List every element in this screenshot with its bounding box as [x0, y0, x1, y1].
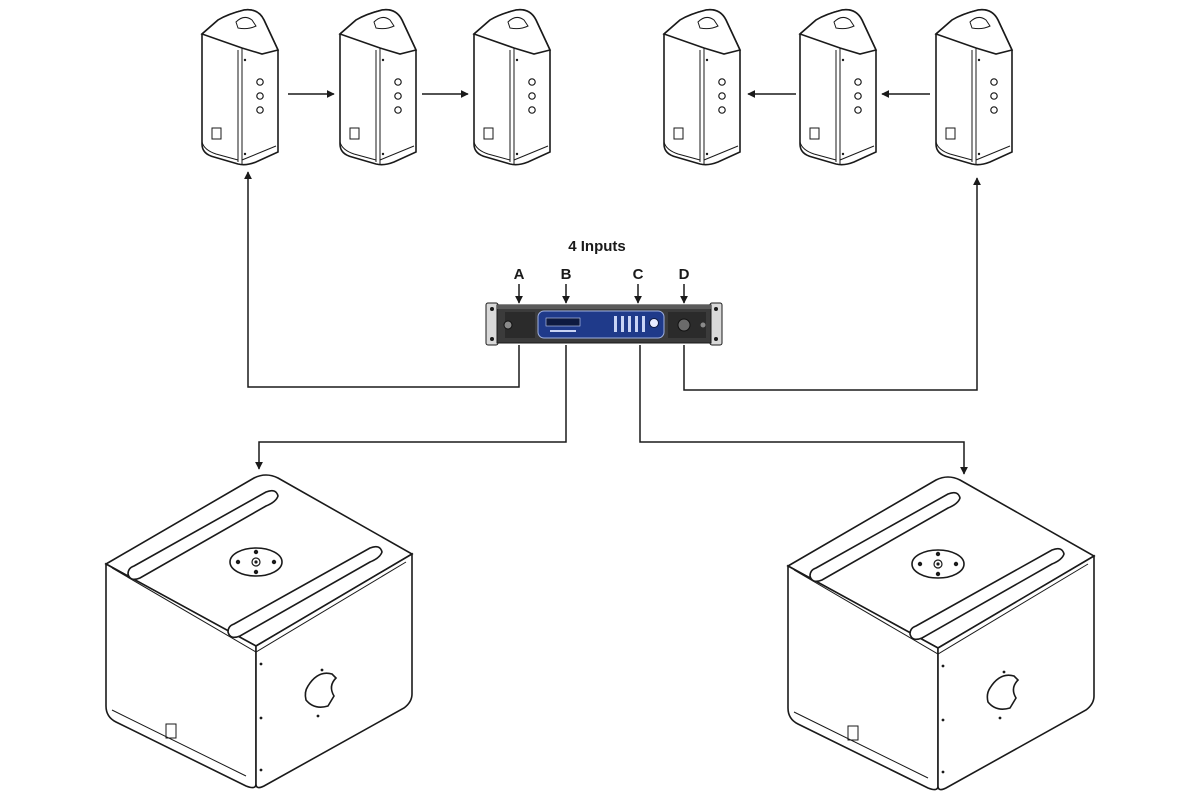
input-label-b: B	[561, 266, 572, 283]
column-speaker-right-3	[935, 8, 1013, 166]
level-meters	[614, 316, 645, 332]
cable-output-a	[244, 171, 520, 388]
input-label-a: A	[514, 266, 525, 283]
subwoofer-right	[787, 476, 1095, 791]
amplifier-rack-unit	[485, 302, 723, 346]
column-speaker-left-1	[201, 8, 279, 166]
diagram-title: 4 Inputs	[568, 238, 626, 255]
column-speaker-right-1	[663, 8, 741, 166]
cable-output-d	[683, 177, 981, 391]
input-label-c: C	[633, 266, 644, 283]
column-speaker-left-2	[339, 8, 417, 166]
column-speaker-right-2	[799, 8, 877, 166]
output-knob-icon	[677, 318, 691, 332]
control-knob-icon	[649, 318, 659, 328]
cable-output-c	[639, 345, 968, 475]
cable-output-b	[255, 345, 567, 470]
input-label-d: D	[679, 266, 690, 283]
lcd-screen	[545, 317, 581, 327]
subwoofer-left	[105, 474, 413, 789]
power-knob-icon	[503, 320, 513, 330]
column-speaker-left-3	[473, 8, 551, 166]
